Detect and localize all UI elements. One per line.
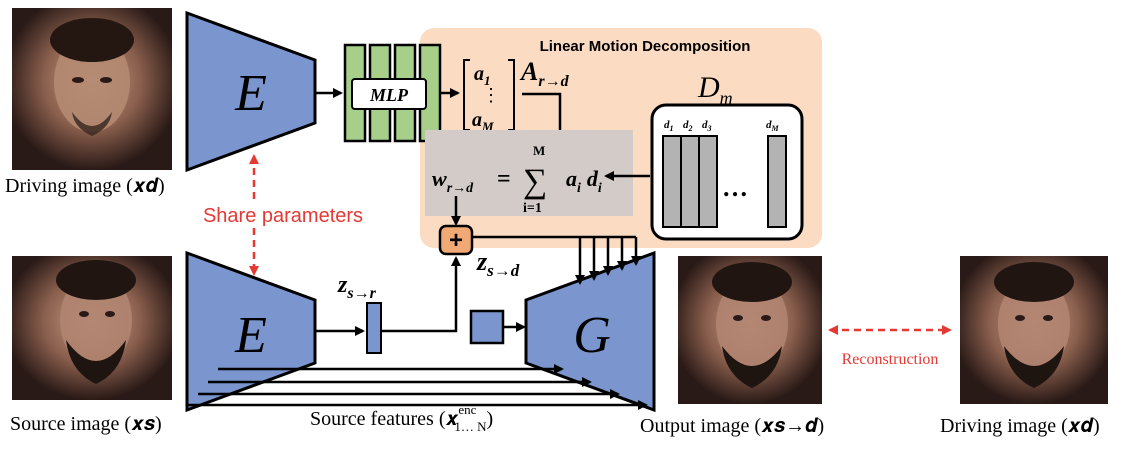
output-image-caption: Output image (𝒙𝒔→𝒅) (640, 415, 824, 437)
svg-text:+: + (449, 227, 463, 254)
share-parameters-label: Share parameters (203, 205, 363, 227)
dm-vector-dM (767, 135, 787, 228)
svg-text:Dm: Dm (697, 71, 733, 108)
dm-vector-d1 (662, 135, 682, 228)
driving-image-right (960, 256, 1108, 404)
svg-text:MLP: MLP (369, 85, 409, 105)
dm-vector-d2 (680, 135, 700, 228)
dm-vector-d3 (698, 135, 718, 228)
svg-text:d1: d1 (664, 119, 674, 133)
z-s-to-d-label: zs→d (476, 247, 520, 280)
A-r-to-d-label: Ar→d (519, 57, 570, 90)
svg-text:M: M (533, 143, 545, 158)
plus-node: + (438, 224, 474, 256)
svg-text:d2: d2 (683, 119, 693, 133)
svg-text:i=1: i=1 (523, 201, 542, 216)
svg-text:E: E (234, 65, 267, 122)
svg-text:d3: d3 (702, 119, 712, 133)
weighted-sum-box (425, 130, 633, 216)
mlp-block: MLP (343, 43, 442, 143)
svg-text:wr→d: wr→d (432, 166, 474, 196)
motion-dictionary-Dm: Dm d1 d2 d3 dM … (650, 71, 804, 241)
svg-text:=: = (497, 166, 511, 192)
svg-text:G: G (573, 307, 611, 364)
panel-title: Linear Motion Decomposition (540, 38, 751, 55)
generator: G (524, 250, 656, 413)
source-image (12, 256, 172, 400)
svg-text:dM: dM (766, 119, 780, 133)
svg-text:E: E (234, 307, 267, 364)
svg-text:∑: ∑ (523, 163, 547, 200)
coefficient-vector: a1 ⋮ aM (463, 59, 515, 134)
driving-image-top (12, 8, 172, 170)
svg-text:⋮: ⋮ (482, 85, 500, 105)
svg-text:…: … (722, 173, 748, 202)
driving-image-top-caption: Driving image (𝒙𝒅) (5, 175, 165, 197)
z-s-to-r-label: zs→r (337, 272, 377, 302)
arrow-zsr-to-plus (382, 256, 461, 333)
output-image (678, 256, 822, 404)
encoder-bottom: E (185, 250, 317, 413)
driving-image-right-caption: Driving image (𝒙𝒅) (940, 415, 1100, 437)
reconstruction-label: Reconstruction (842, 351, 939, 368)
encoder-top: E (185, 10, 317, 173)
constant-input-block (469, 309, 505, 345)
svg-text:a1: a1 (474, 63, 491, 88)
source-image-caption: Source image (𝒙𝒔) (10, 413, 162, 435)
z-s-to-r-vector (366, 302, 382, 354)
